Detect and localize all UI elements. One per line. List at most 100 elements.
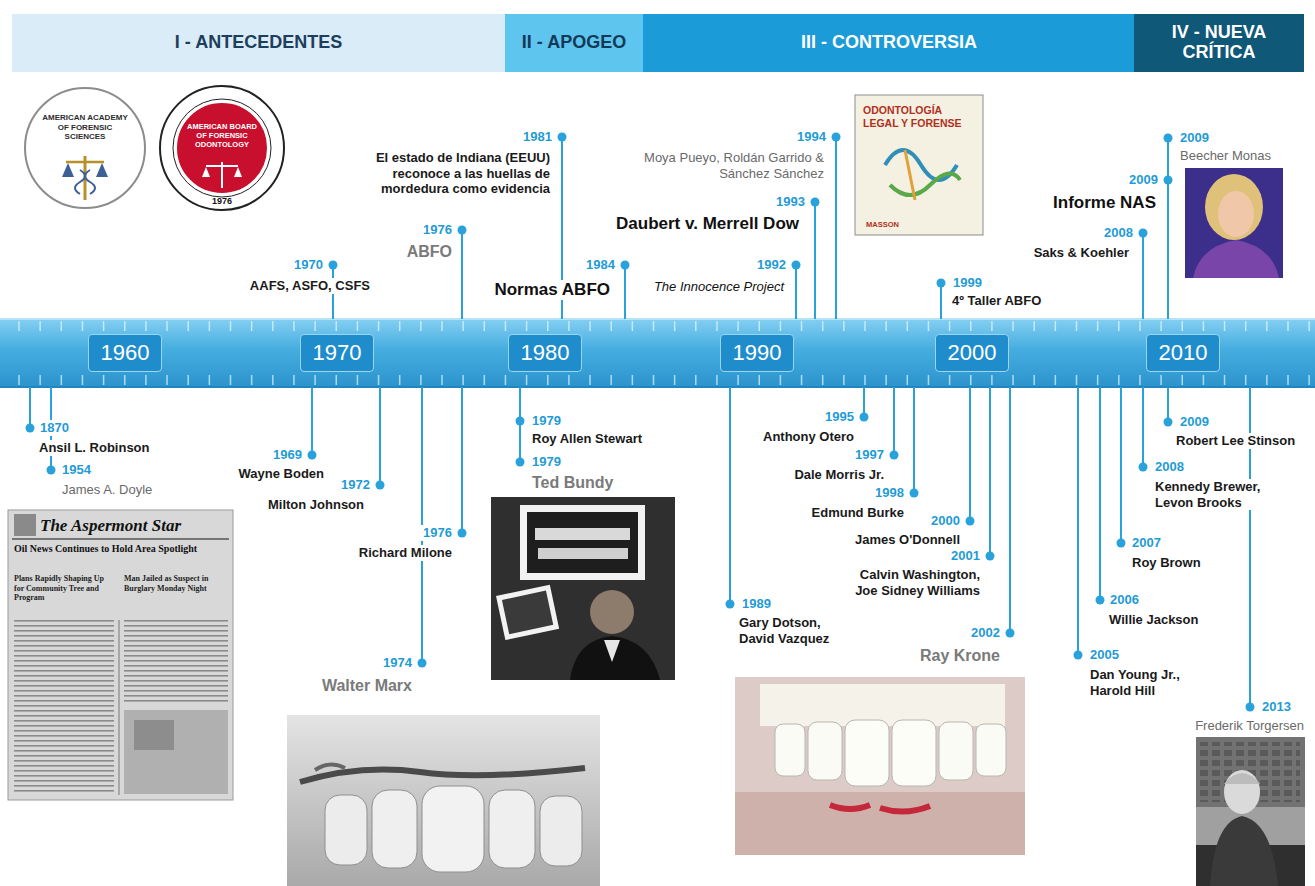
axis-tick (484, 375, 486, 385)
axis-tick (801, 375, 803, 385)
axis-tick (970, 375, 972, 385)
abfo-logo (206, 165, 238, 167)
axis-tick (1245, 321, 1247, 331)
ted-bundy-photo (491, 497, 675, 680)
torgersen-photo (1224, 770, 1260, 814)
axis-tick (928, 321, 930, 331)
axis-tick (1203, 375, 1205, 385)
axis-tick (674, 321, 676, 331)
event-dot (308, 451, 317, 460)
event-year: 2005 (1088, 647, 1121, 663)
axis-tick (1076, 375, 1078, 385)
axis-tick (1118, 375, 1120, 385)
axis-tick (1076, 321, 1078, 331)
axis-tick (166, 321, 168, 331)
event-name: Ansil L. Robinson (37, 440, 152, 456)
event-dot (986, 552, 995, 561)
axis-tick (314, 375, 316, 385)
ted-bundy-photo (496, 585, 559, 640)
event-name: Roy Allen Stewart (530, 431, 644, 447)
period-band: IV - NUEVA CRÍTICA (1134, 14, 1304, 72)
event-dot (1164, 134, 1173, 143)
event-year: 1989 (740, 596, 773, 612)
abfo-logo (160, 86, 284, 210)
axis-tick (759, 321, 761, 331)
event-year: 2009 (1127, 172, 1160, 188)
axis-tick (907, 375, 909, 385)
event-name: Robert Lee Stinson (1174, 433, 1297, 449)
event-stem (624, 265, 626, 319)
axis-tick (674, 375, 676, 385)
event-dot (1164, 418, 1173, 427)
event-dot (1246, 703, 1255, 712)
ray-krone-cast-photo (939, 722, 973, 780)
book-cover (905, 150, 915, 200)
event-dot (890, 451, 899, 460)
event-stem (1099, 387, 1101, 600)
axis-tick (166, 375, 168, 385)
axis-tick (695, 375, 697, 385)
event-year: 1979 (530, 454, 563, 470)
axis-tick (187, 321, 189, 331)
axis-tick (991, 375, 993, 385)
event-dot (516, 458, 525, 467)
abfo-logo (160, 86, 284, 210)
event-dot (1164, 176, 1173, 185)
event-dot (792, 261, 801, 270)
axis-tick (780, 321, 782, 331)
aafs-logo (75, 170, 85, 194)
event-stem (1009, 387, 1011, 633)
ray-krone-cast-photo (735, 677, 1025, 855)
newspaper-headline: Plans Rapidly Shaping Up for Community T… (14, 574, 114, 603)
event-dot (1096, 596, 1105, 605)
event-stem (29, 387, 31, 428)
beecher-monas-photo (1185, 168, 1283, 278)
event-year: 1976 (421, 525, 454, 541)
event-name: AAFS, ASFO, CSFS (248, 278, 372, 294)
axis-tick (949, 321, 951, 331)
ray-krone-cast-photo (735, 792, 1025, 855)
axis-tick (653, 321, 655, 331)
bite-mark-photo (489, 790, 535, 868)
axis-tick (251, 321, 253, 331)
event-year: 1992 (755, 257, 788, 273)
axis-tick (61, 375, 63, 385)
event-name: The Innocence Project (652, 279, 786, 295)
event-name: Beecher Monas (1178, 148, 1273, 164)
axis-ticks (19, 321, 1309, 385)
event-year: 1969 (271, 447, 304, 463)
newspaper-clipping (14, 620, 114, 794)
axis-tick (441, 375, 443, 385)
axis-tick (885, 321, 887, 331)
event-dot (47, 466, 56, 475)
event-year: 1981 (521, 129, 554, 145)
axis-tick (547, 375, 549, 385)
axis-tick (632, 321, 634, 331)
event-name: Roy Brown (1130, 555, 1203, 571)
axis-tick (82, 375, 84, 385)
axis-tick (378, 375, 380, 385)
axis-tick (568, 375, 570, 385)
axis-tick (1139, 375, 1141, 385)
event-name: James A. Doyle (60, 482, 154, 498)
axis-tick (314, 321, 316, 331)
timeline-axis (0, 318, 1315, 388)
case-name: Ted Bundy (530, 473, 615, 492)
beecher-monas-photo (1185, 168, 1283, 278)
newspaper-clipping (119, 620, 120, 795)
axis-tick (39, 321, 41, 331)
event-stem (1167, 138, 1169, 319)
event-year: 1997 (853, 447, 886, 463)
axis-tick (462, 321, 464, 331)
event-name: Kennedy Brewer, Levon Brooks (1153, 479, 1282, 510)
axis-tick (505, 321, 507, 331)
event-stem (940, 283, 942, 319)
ray-krone-cast-photo (735, 677, 1025, 855)
axis-tick (1203, 321, 1205, 331)
event-dot (516, 417, 525, 426)
axis-tick (39, 375, 41, 385)
axis-tick (1033, 321, 1035, 331)
axis-tick (399, 375, 401, 385)
bite-mark-photo (315, 764, 345, 770)
